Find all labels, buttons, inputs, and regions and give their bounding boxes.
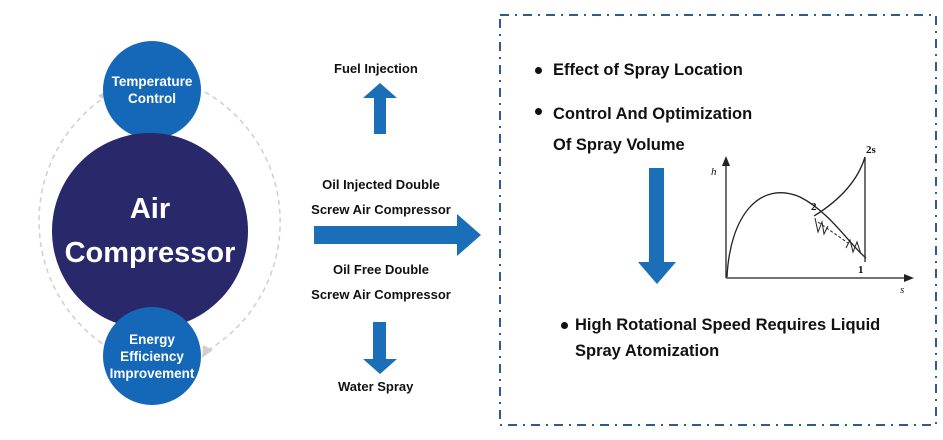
graph-point-2: 2 bbox=[811, 201, 817, 213]
oil-free-label: Oil Free Double Screw Air Compressor bbox=[305, 257, 457, 307]
graph-y-label: h bbox=[711, 166, 717, 178]
oil-injected-line1: Oil Injected Double bbox=[322, 177, 440, 192]
spray-zigzag-right bbox=[845, 238, 862, 255]
air-compressor-line1: Air bbox=[129, 193, 171, 225]
water-spray-label: Water Spray bbox=[338, 379, 414, 394]
energy-line1: Energy bbox=[129, 331, 175, 347]
saturation-curve bbox=[726, 192, 867, 278]
bullet-1 bbox=[535, 67, 542, 74]
oil-injected-label: Oil Injected Double Screw Air Compressor bbox=[305, 172, 457, 222]
atomization-item-line1: High Rotational Speed Requires Liquid bbox=[575, 316, 881, 334]
x-axis-arrow bbox=[904, 274, 914, 282]
orbit-arrowhead-bottom bbox=[202, 345, 213, 358]
graph-point-2s: 2s bbox=[866, 144, 876, 156]
temperature-control-circle: Temperature Control bbox=[103, 41, 201, 139]
oil-free-line2: Screw Air Compressor bbox=[311, 287, 451, 302]
spray-volume-item-line1: Control And Optimization bbox=[553, 105, 753, 123]
temperature-control-line1: Temperature bbox=[111, 74, 193, 89]
bullet-3 bbox=[561, 322, 568, 329]
spray-zigzag-left bbox=[814, 217, 829, 236]
temperature-control-line2: Control bbox=[128, 91, 176, 106]
compression-line bbox=[813, 156, 866, 217]
energy-line3: Improvement bbox=[109, 365, 195, 381]
orbit-arc-right bbox=[204, 91, 281, 353]
hs-graph bbox=[722, 156, 914, 282]
oil-injected-line2: Screw Air Compressor bbox=[311, 202, 451, 217]
y-axis-arrow bbox=[722, 156, 730, 166]
panel-border bbox=[499, 14, 937, 426]
fuel-injection-label: Fuel Injection bbox=[334, 61, 418, 76]
up-arrow bbox=[363, 83, 397, 134]
oil-free-line1: Oil Free Double bbox=[332, 262, 430, 277]
graph-x-label: s bbox=[900, 284, 905, 296]
atomization-item-line2: Spray Atomization bbox=[575, 342, 720, 360]
air-compressor-circle: Air Compressor bbox=[52, 133, 248, 329]
spray-volume-item-line2: Of Spray Volume bbox=[553, 136, 685, 154]
bullet-2 bbox=[535, 108, 542, 115]
graph-point-1: 1 bbox=[858, 264, 864, 276]
panel-down-arrow bbox=[638, 168, 676, 284]
down-arrow bbox=[363, 322, 397, 374]
air-compressor-line2: Compressor bbox=[64, 237, 236, 269]
energy-line2: Efficiency bbox=[120, 348, 184, 364]
energy-efficiency-circle: Energy Efficiency Improvement bbox=[103, 307, 201, 405]
spray-location-item: Effect of Spray Location bbox=[553, 61, 743, 79]
right-arrow bbox=[314, 214, 481, 256]
